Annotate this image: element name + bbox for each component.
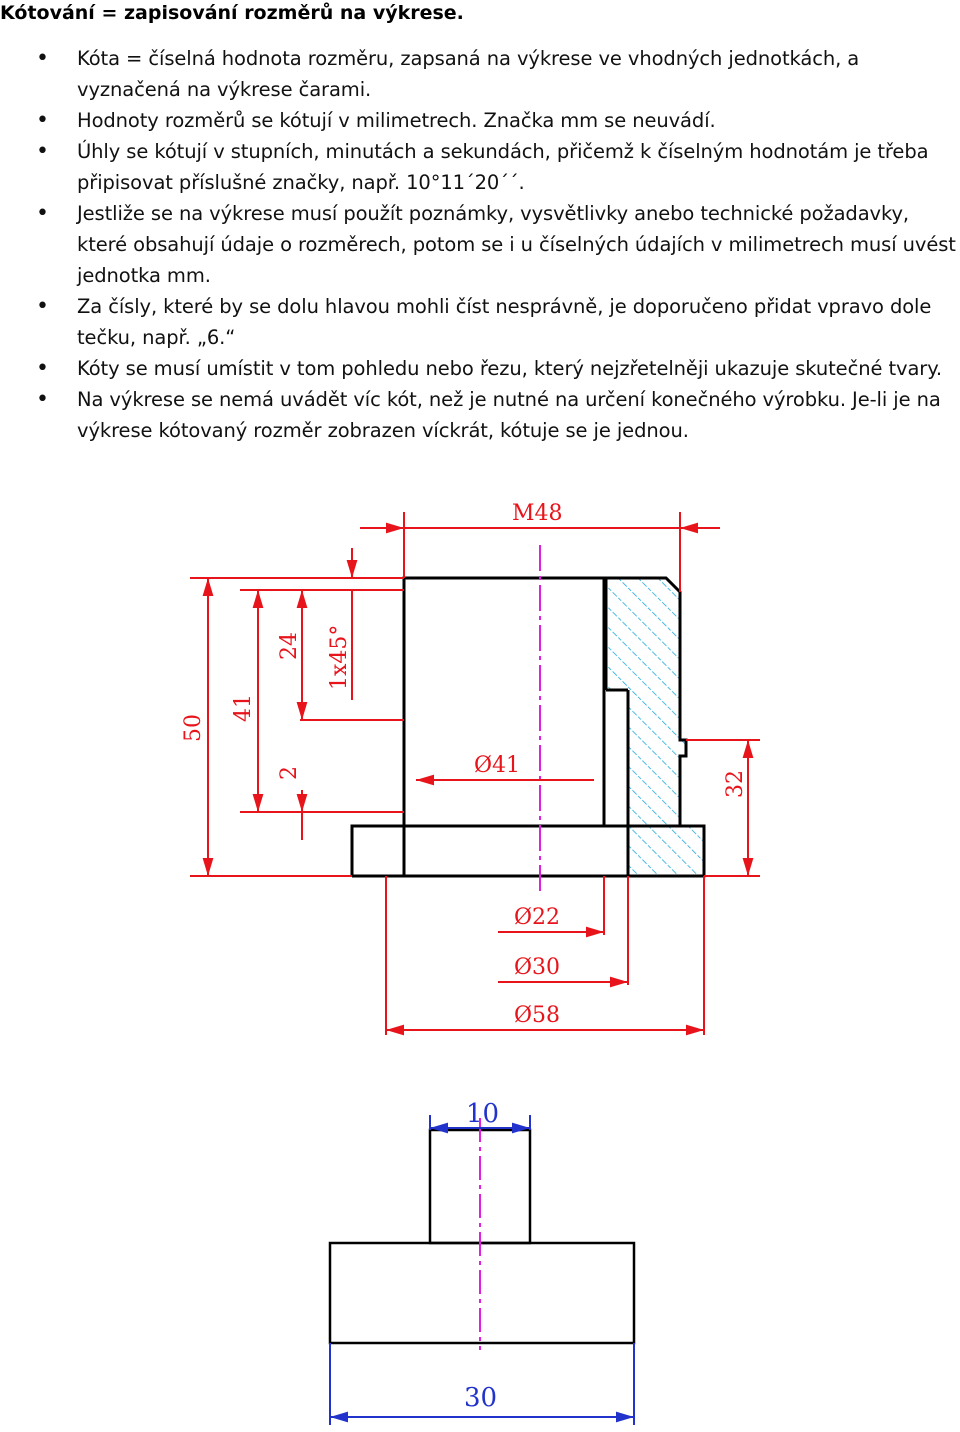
- dim-chamfer: 1x45°: [327, 625, 352, 690]
- dim-d30: Ø30: [514, 955, 560, 980]
- part-view: 10 30: [328, 1099, 636, 1425]
- list-item: Jestliže se na výkrese musí použít pozná…: [0, 198, 960, 291]
- dim-h50: 50: [181, 714, 206, 742]
- dim-h2: 2: [277, 766, 302, 780]
- dim-h24: 24: [277, 632, 302, 660]
- dim-w30: 30: [464, 1383, 497, 1413]
- dim-h32: 32: [723, 770, 748, 798]
- list-item: Kóta = číselná hodnota rozměru, zapsaná …: [0, 43, 960, 105]
- page-heading: Kótování = zapisování rozměrů na výkrese…: [0, 2, 464, 24]
- list-item: Na výkrese se nemá uvádět víc kót, než j…: [0, 384, 960, 446]
- list-item: Kóty se musí umístit v tom pohledu nebo …: [0, 353, 960, 384]
- section-view: M48 Ø41 Ø22 Ø30 Ø58 50 41 24 2 1x45° 32: [181, 501, 760, 1036]
- dim-m48: M48: [512, 501, 563, 526]
- list-item: Hodnoty rozměrů se kótují v milimetrech.…: [0, 105, 960, 136]
- bullet-list: Kóta = číselná hodnota rozměru, zapsaná …: [0, 43, 960, 446]
- dim-d22: Ø22: [514, 905, 560, 930]
- dim-w10: 10: [466, 1099, 499, 1129]
- dim-d58: Ø58: [514, 1003, 560, 1028]
- hatched-section: [606, 578, 704, 876]
- list-item: Za čísly, které by se dolu hlavou mohli …: [0, 291, 960, 353]
- list-item: Úhly se kótují v stupních, minutách a se…: [0, 136, 960, 198]
- dim-h41: 41: [231, 694, 256, 722]
- dim-d41: Ø41: [474, 753, 520, 778]
